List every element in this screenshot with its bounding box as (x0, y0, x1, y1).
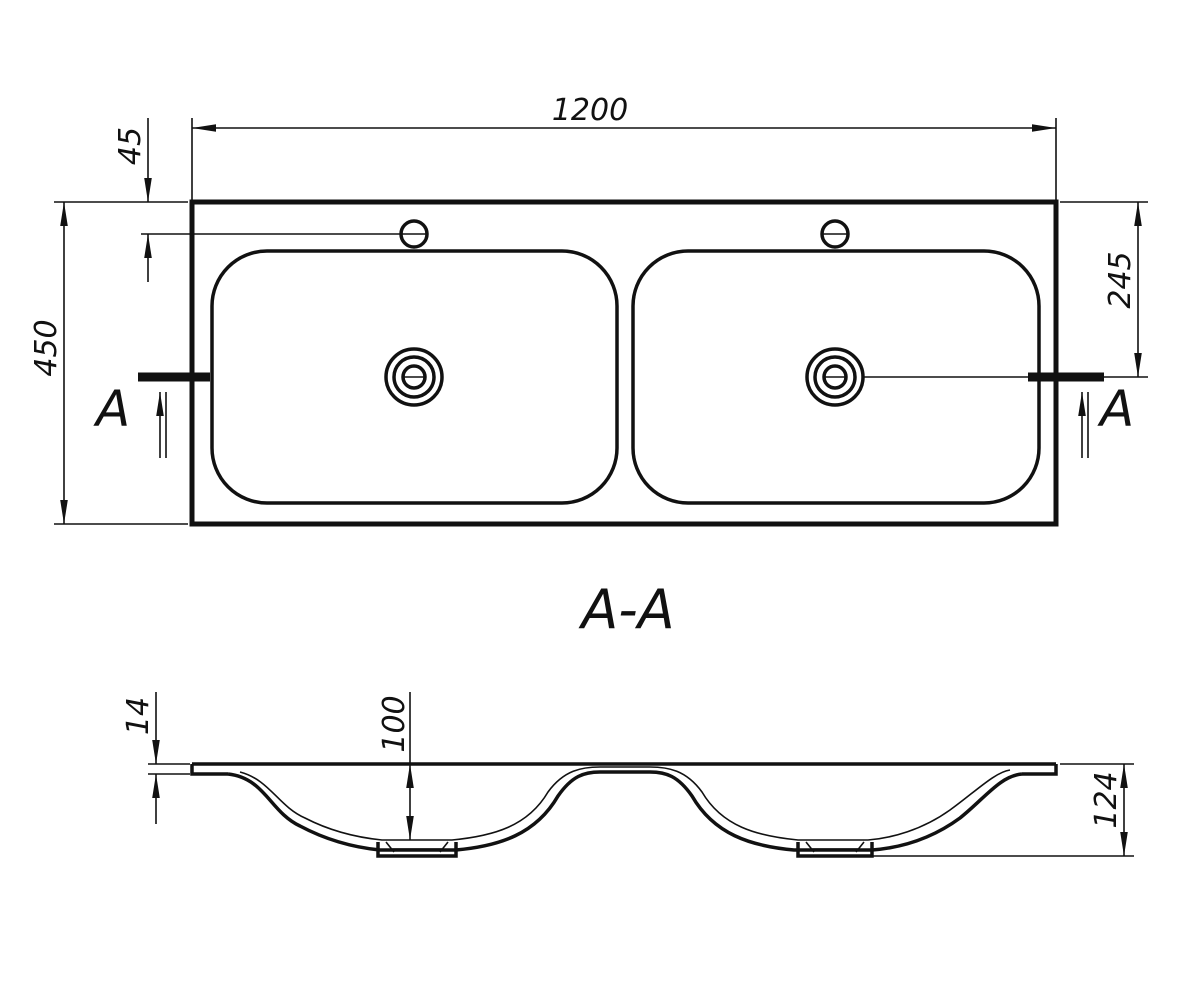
tap-offset-dimension-label: 45 (113, 127, 148, 165)
plan-view (189, 199, 1059, 527)
overall-height-dimension: 124 (872, 763, 1134, 857)
bowl-depth-dimension-label: 100 (377, 695, 412, 752)
right-section-letter: A (1097, 380, 1134, 438)
rim-thickness-dimension: 14 (121, 692, 190, 824)
right-section-mark: A (1028, 372, 1134, 458)
drain-offset-dimension-label: 245 (1103, 251, 1138, 308)
right-drain-icon (805, 347, 865, 407)
rim-thickness-dimension-label: 14 (121, 697, 156, 735)
left-drain-icon (384, 347, 444, 407)
countertop-outline (189, 199, 1059, 527)
left-section-letter: A (93, 380, 130, 438)
section-title: A-A (578, 578, 674, 641)
left-drain-outlet (376, 841, 458, 858)
basin-profile-outer (227, 770, 1023, 852)
basin-profile-inner (239, 766, 1011, 841)
left-section-mark: A (93, 372, 210, 458)
left-basin (210, 249, 619, 505)
right-drain-outlet (796, 841, 874, 858)
drain-offset-dimension: 245 (863, 201, 1148, 378)
overall-height-dimension-label: 124 (1089, 771, 1124, 828)
tap-offset-dimension: 45 (113, 118, 401, 282)
section-view (190, 762, 1058, 858)
left-tap-hole (399, 219, 429, 249)
width-dimension: 1200 (191, 93, 1057, 200)
width-dimension-label: 1200 (552, 93, 628, 128)
depth-dimension-label: 450 (29, 319, 64, 376)
depth-dimension: 450 (29, 201, 188, 525)
right-tap-hole (820, 219, 850, 249)
bowl-depth-dimension: 100 (377, 692, 414, 840)
